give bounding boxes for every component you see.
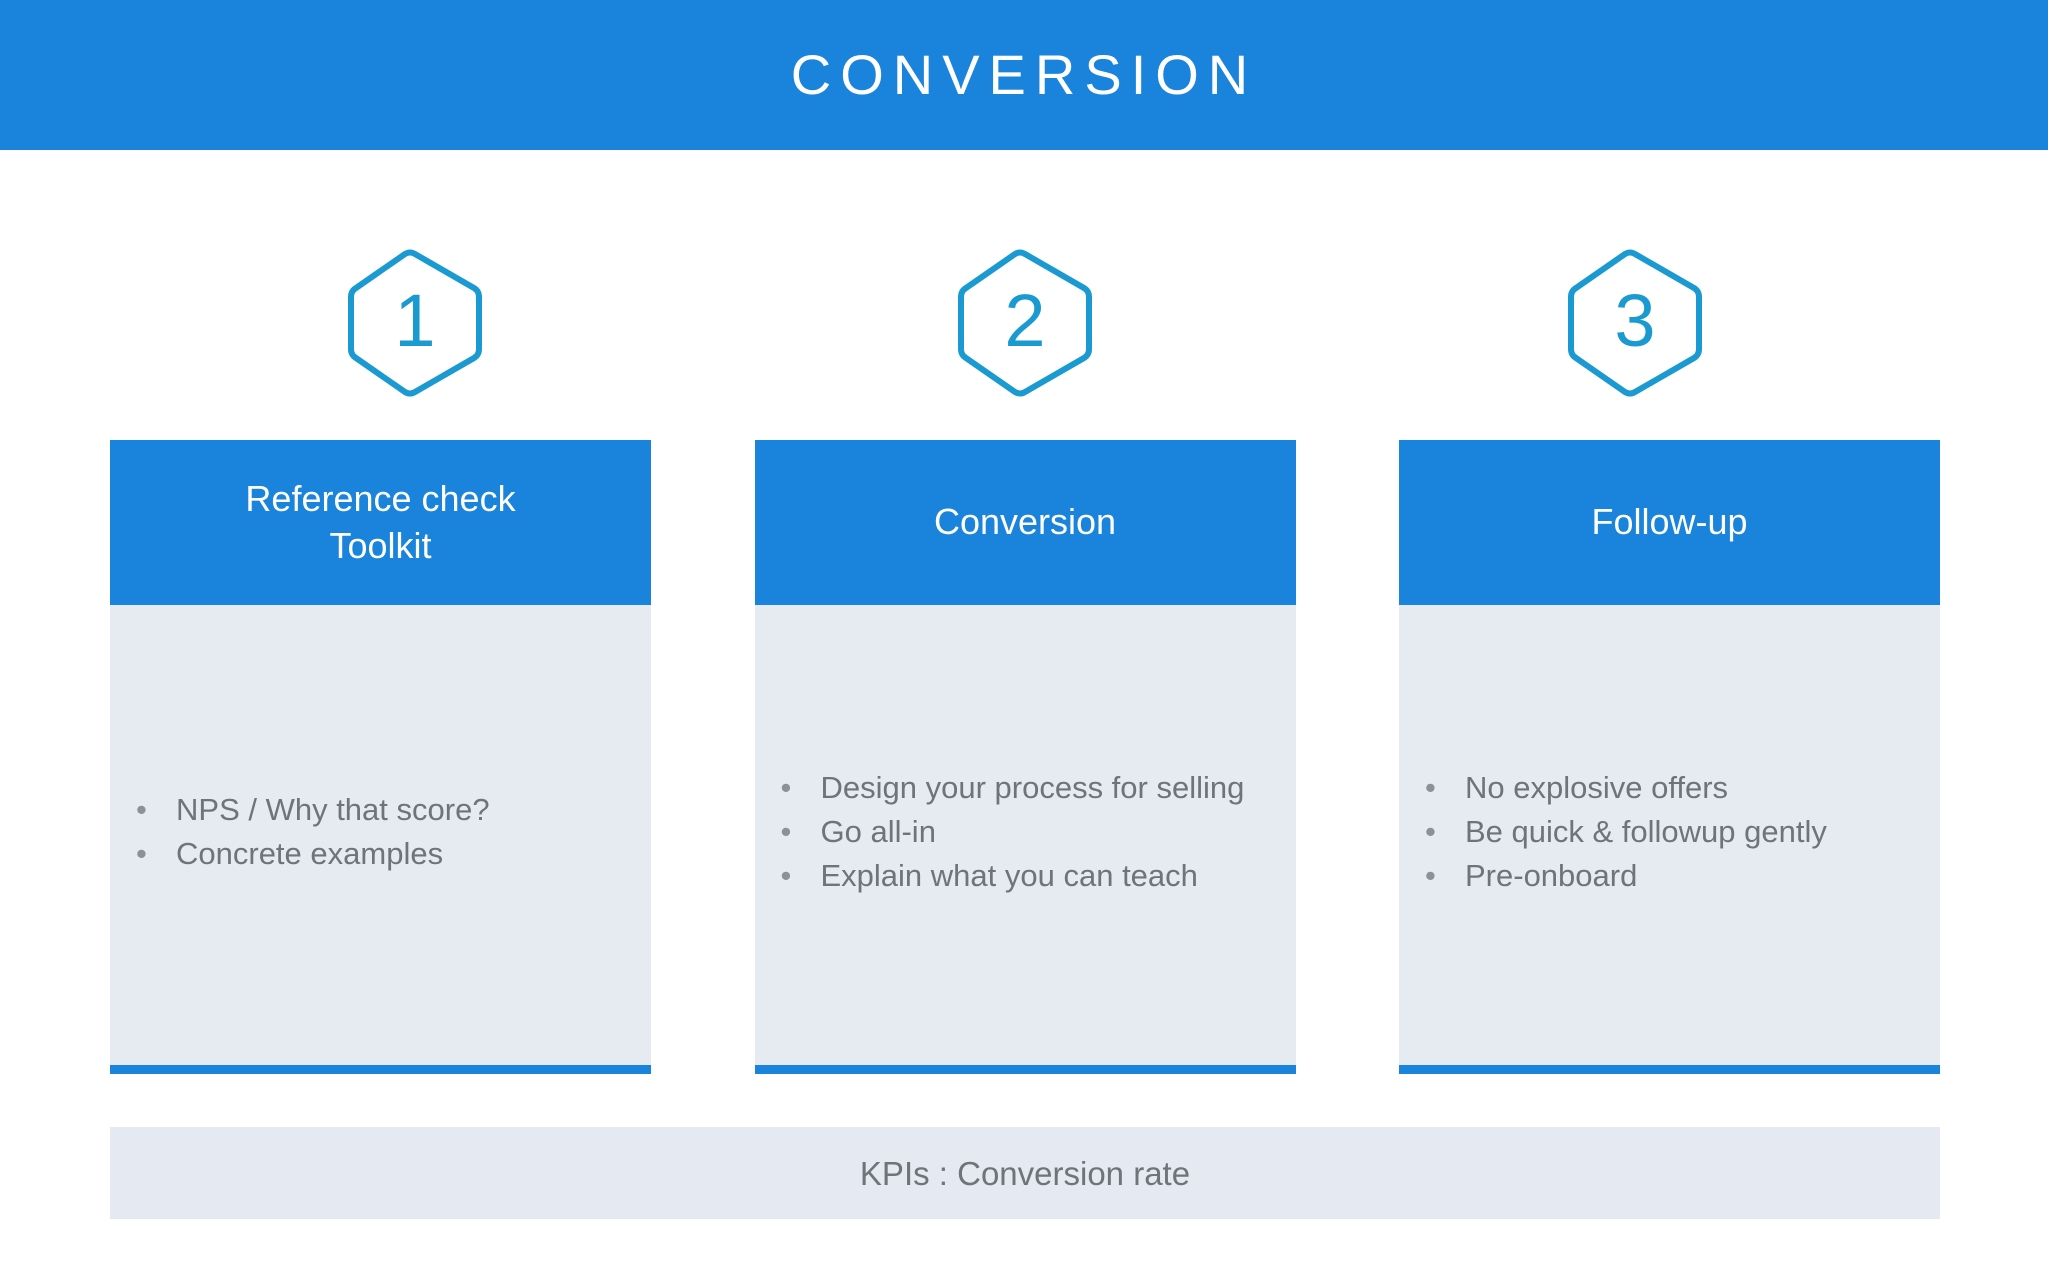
list-item: • NPS / Why that score? bbox=[128, 791, 625, 830]
step-card-2[interactable]: Conversion • Design your process for sel… bbox=[754, 440, 1296, 1074]
list-item: • Concrete examples bbox=[128, 835, 625, 874]
step-card-title: Follow-up bbox=[1591, 501, 1748, 543]
bullet-marker-icon: • bbox=[1425, 770, 1436, 806]
hexagon-outline-icon bbox=[957, 249, 1092, 397]
list-item: • Go all-in bbox=[773, 813, 1270, 852]
page-header: CONVERSION bbox=[0, 0, 2048, 150]
step-card-3[interactable]: Follow-up • No explosive offers • Be qui… bbox=[1399, 440, 1940, 1074]
hexagon-outline-icon bbox=[1567, 249, 1702, 397]
bullet-text: Explain what you can teach bbox=[820, 857, 1198, 893]
step-card-body: • Design your process for selling • Go a… bbox=[754, 605, 1296, 1065]
bullet-text: Concrete examples bbox=[176, 836, 444, 871]
bullet-text: No explosive offers bbox=[1465, 770, 1729, 806]
step-badge-number: 2 bbox=[1004, 279, 1046, 362]
bullet-text: Design your process for selling bbox=[820, 770, 1245, 806]
step-card-body: • No explosive offers • Be quick & follo… bbox=[1399, 605, 1940, 1065]
bullet-text: NPS / Why that score? bbox=[176, 792, 490, 828]
kpi-footer-bar: KPIs : Conversion rate bbox=[110, 1127, 1940, 1219]
step-card-header: Reference check Toolkit bbox=[110, 440, 651, 605]
bullet-list: • No explosive offers • Be quick & follo… bbox=[1417, 769, 1914, 900]
page-title: CONVERSION bbox=[790, 43, 1258, 106]
step-cards-row: Reference check Toolkit • NPS / Why that… bbox=[110, 440, 1940, 1074]
step-badge-slot-2: 2 bbox=[720, 248, 1330, 398]
bullet-text: Be quick & followup gently bbox=[1465, 814, 1827, 850]
step-card-1[interactable]: Reference check Toolkit • NPS / Why that… bbox=[110, 440, 651, 1074]
step-badge-slot-3: 3 bbox=[1330, 248, 1940, 398]
step-badge-slot-1: 1 bbox=[110, 248, 720, 398]
bullet-list: • Design your process for selling • Go a… bbox=[773, 769, 1270, 900]
bullet-marker-icon: • bbox=[780, 814, 792, 850]
list-item: • Explain what you can teach bbox=[773, 857, 1270, 896]
bullet-text: Go all-in bbox=[820, 814, 936, 850]
step-card-body: • NPS / Why that score? • Concrete examp… bbox=[110, 605, 651, 1065]
bullet-text: Pre-onboard bbox=[1465, 857, 1638, 893]
bullet-list: • NPS / Why that score? • Concrete examp… bbox=[128, 791, 625, 879]
list-item: • Design your process for selling bbox=[773, 769, 1270, 808]
bullet-marker-icon: • bbox=[136, 836, 147, 871]
list-item: • No explosive offers bbox=[1417, 769, 1914, 808]
bullet-marker-icon: • bbox=[1425, 814, 1436, 850]
step-badge-2: 2 bbox=[955, 248, 1095, 398]
step-card-title: Reference check Toolkit bbox=[245, 478, 516, 566]
step-badge-number: 3 bbox=[1614, 279, 1656, 362]
step-card-accent-bar bbox=[754, 1065, 1296, 1074]
bullet-marker-icon: • bbox=[780, 770, 792, 806]
step-badge-number: 1 bbox=[394, 279, 436, 362]
bullet-marker-icon: • bbox=[780, 857, 792, 893]
step-card-accent-bar bbox=[1399, 1065, 1940, 1074]
step-badges-row: 1 2 3 bbox=[110, 248, 1940, 398]
hexagon-outline-icon bbox=[347, 249, 482, 397]
bullet-marker-icon: • bbox=[1425, 857, 1436, 893]
step-card-header: Follow-up bbox=[1399, 440, 1940, 605]
step-card-header: Conversion bbox=[754, 440, 1296, 605]
list-item: • Pre-onboard bbox=[1417, 857, 1914, 896]
step-card-accent-bar bbox=[110, 1065, 651, 1074]
step-card-title: Conversion bbox=[933, 501, 1117, 543]
kpi-label: KPIs : Conversion rate bbox=[859, 1154, 1191, 1192]
bullet-marker-icon: • bbox=[136, 792, 147, 828]
step-badge-1: 1 bbox=[345, 248, 485, 398]
step-badge-3: 3 bbox=[1565, 248, 1705, 398]
list-item: • Be quick & followup gently bbox=[1417, 813, 1914, 852]
